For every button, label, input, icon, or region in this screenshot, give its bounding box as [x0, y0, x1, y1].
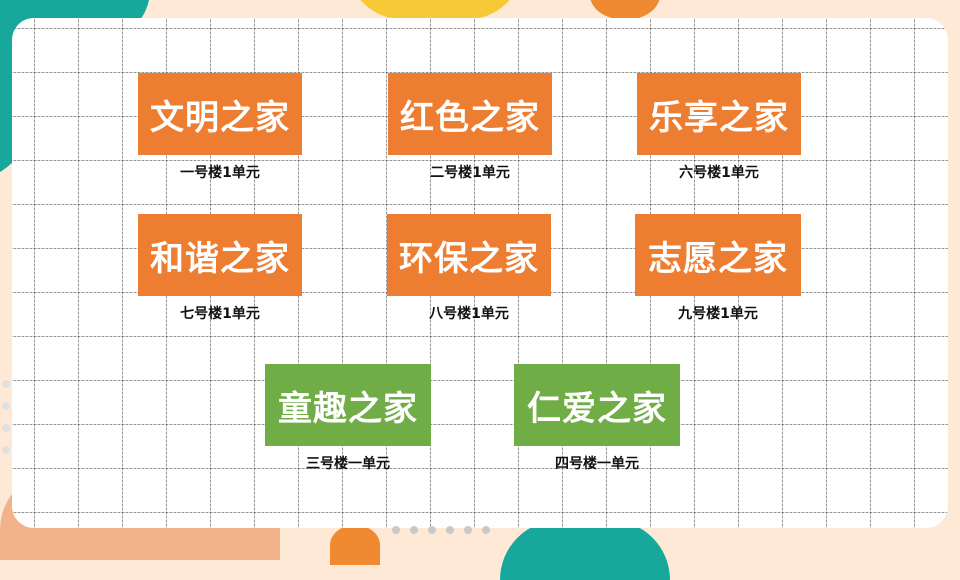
card-location: 六号楼1单元 — [679, 165, 759, 181]
card-location: 三号楼一单元 — [306, 456, 390, 472]
card-huanbao: 环保之家 八号楼1单元 — [387, 214, 551, 323]
card-wenming: 文明之家 一号楼1单元 — [138, 73, 302, 182]
decor-orange-bottom — [330, 525, 380, 565]
card-title: 和谐之家 — [138, 214, 302, 296]
card-renai: 仁爱之家 四号楼一单元 — [514, 364, 680, 473]
card-location: 七号楼1单元 — [180, 306, 260, 322]
card-title: 环保之家 — [387, 214, 551, 296]
card-zhiyuan: 志愿之家 九号楼1单元 — [635, 214, 801, 323]
card-location: 四号楼一单元 — [555, 456, 639, 472]
card-title: 志愿之家 — [635, 214, 801, 296]
side-dots — [2, 380, 10, 454]
card-lexiang: 乐享之家 六号楼1单元 — [637, 73, 801, 182]
card-title: 仁爱之家 — [514, 364, 680, 446]
card-hongse: 红色之家 二号楼1单元 — [388, 73, 552, 182]
card-hexie: 和谐之家 七号楼1单元 — [138, 214, 302, 323]
card-tongqu: 童趣之家 三号楼一单元 — [265, 364, 431, 473]
card-title: 乐享之家 — [637, 73, 801, 155]
decor-yellow-top — [345, 0, 525, 20]
card-location: 二号楼1单元 — [430, 165, 510, 181]
card-location: 八号楼1单元 — [429, 306, 509, 322]
page-dots — [392, 526, 490, 534]
card-title: 童趣之家 — [265, 364, 431, 446]
decor-teal-bottom — [500, 520, 670, 580]
card-location: 一号楼1单元 — [180, 165, 260, 181]
decor-orange-top — [590, 0, 660, 20]
card-location: 九号楼1单元 — [678, 306, 758, 322]
card-title: 红色之家 — [388, 73, 552, 155]
card-title: 文明之家 — [138, 73, 302, 155]
